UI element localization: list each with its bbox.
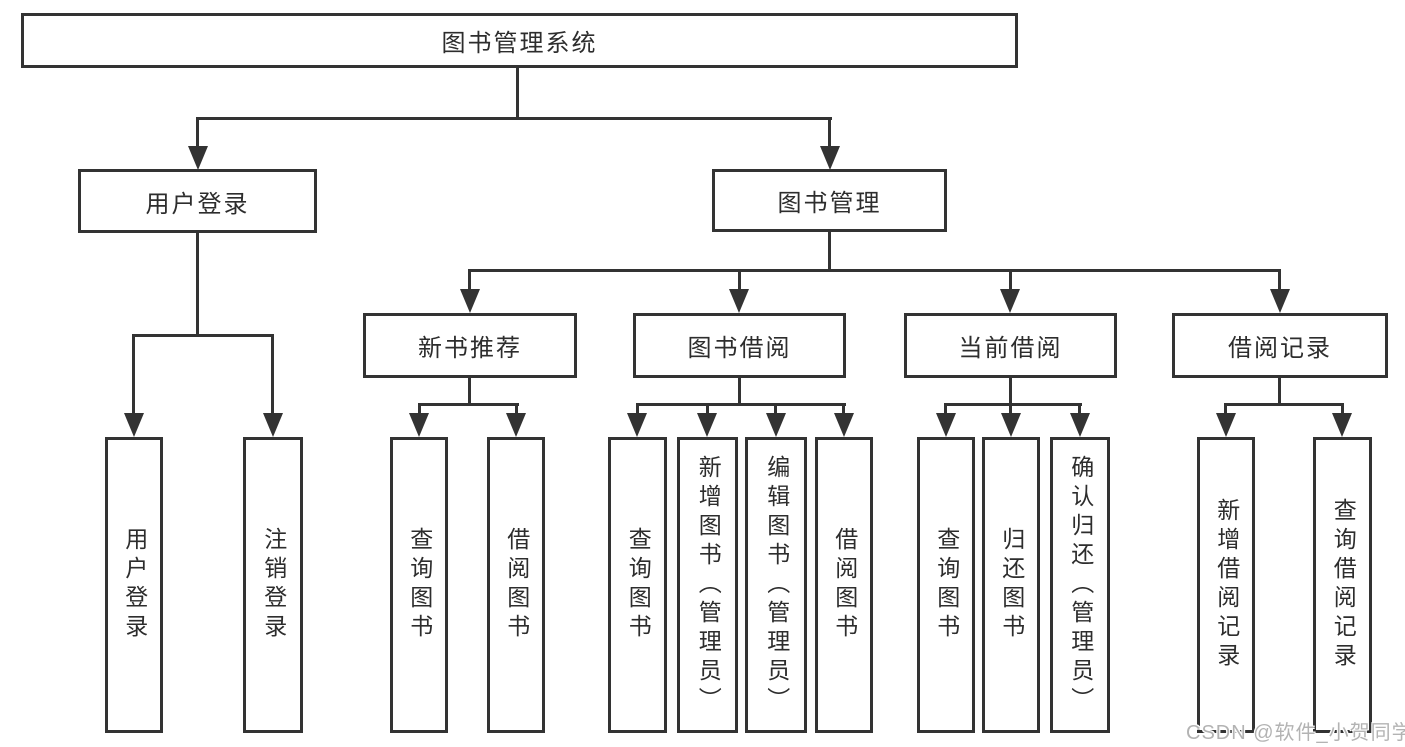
node-book-management: 图书管理 <box>712 169 947 232</box>
arrow-down-icon <box>1332 413 1352 437</box>
arrow-down-icon <box>1000 289 1020 313</box>
connector-line <box>468 378 471 406</box>
leaf-records-query-record: 查询借阅记录 <box>1313 437 1372 733</box>
arrow-down-icon <box>124 413 144 437</box>
connector-line <box>1078 403 1081 415</box>
node-label: 编辑图书（管理员） <box>763 454 790 716</box>
connector-line <box>418 403 421 415</box>
node-label: 当前借阅 <box>958 335 1063 362</box>
connector-line <box>516 68 519 119</box>
connector-line <box>468 269 1281 272</box>
arrow-down-icon <box>188 146 208 170</box>
node-label: 查询图书 <box>933 527 960 643</box>
node-label: 注销登录 <box>260 527 287 643</box>
leaf-current-confirm-return-admin: 确认归还（管理员） <box>1050 437 1110 733</box>
connector-line <box>196 117 832 120</box>
arrow-down-icon <box>1270 289 1290 313</box>
arrow-down-icon <box>506 413 526 437</box>
arrow-down-icon <box>766 413 786 437</box>
leaf-borrowing-borrow-books: 借阅图书 <box>815 437 873 733</box>
leaf-newbook-borrow-books: 借阅图书 <box>487 437 545 733</box>
node-label: 图书管理系统 <box>441 30 598 57</box>
node-label: 借阅记录 <box>1228 335 1332 362</box>
connector-line <box>1009 269 1012 292</box>
arrow-down-icon <box>729 289 749 313</box>
leaf-user-login: 用户登录 <box>105 437 163 733</box>
connector-line <box>842 403 845 415</box>
connector-line <box>1224 403 1227 415</box>
connector-line <box>944 403 1082 406</box>
node-label: 图书管理 <box>777 190 882 217</box>
node-label: 查询借阅记录 <box>1330 498 1357 672</box>
arrow-down-icon <box>820 146 840 170</box>
node-label: 新增图书（管理员） <box>695 454 722 716</box>
leaf-records-add-record: 新增借阅记录 <box>1197 437 1255 733</box>
node-label: 归还图书 <box>998 527 1025 643</box>
node-label: 用户登录 <box>145 190 250 218</box>
arrow-down-icon <box>1070 413 1090 437</box>
node-label: 新增借阅记录 <box>1213 498 1240 672</box>
connector-line <box>706 403 709 415</box>
connector-line <box>1278 378 1281 406</box>
arrow-down-icon <box>627 413 647 437</box>
connector-line <box>196 233 199 336</box>
arrow-down-icon <box>1216 413 1236 437</box>
arrow-down-icon <box>460 289 480 313</box>
node-book-borrowing: 图书借阅 <box>633 313 846 378</box>
arrow-down-icon <box>409 413 429 437</box>
connector-line <box>1224 403 1344 406</box>
leaf-borrowing-add-books-admin: 新增图书（管理员） <box>677 437 738 733</box>
connector-line <box>1009 378 1012 406</box>
connector-line <box>418 403 519 406</box>
arrow-down-icon <box>936 413 956 437</box>
connector-line <box>1278 269 1281 292</box>
node-label: 借阅图书 <box>503 527 530 643</box>
leaf-current-query-books: 查询图书 <box>917 437 975 733</box>
arrow-down-icon <box>1001 413 1021 437</box>
connector-line <box>1009 403 1012 415</box>
node-library-management-system: 图书管理系统 <box>21 13 1018 68</box>
connector-line <box>828 117 831 149</box>
leaf-borrowing-query-books: 查询图书 <box>608 437 667 733</box>
connector-line <box>636 403 846 406</box>
connector-line <box>132 334 135 416</box>
leaf-borrowing-edit-books-admin: 编辑图书（管理员） <box>745 437 807 733</box>
node-label: 查询图书 <box>406 527 433 643</box>
connector-line <box>515 403 518 415</box>
connector-line <box>738 269 741 292</box>
node-label: 图书借阅 <box>687 335 792 362</box>
node-borrowing-records: 借阅记录 <box>1172 313 1388 378</box>
node-label: 用户登录 <box>121 527 148 643</box>
leaf-newbook-query-books: 查询图书 <box>390 437 448 733</box>
connector-line <box>636 403 639 415</box>
connector-line <box>132 334 274 337</box>
arrow-down-icon <box>263 413 283 437</box>
leaf-logout: 注销登录 <box>243 437 303 733</box>
node-user-login: 用户登录 <box>78 169 317 233</box>
connector-line <box>271 334 274 416</box>
node-label: 借阅图书 <box>831 527 858 643</box>
connector-line <box>774 403 777 415</box>
node-new-book-recommend: 新书推荐 <box>363 313 577 378</box>
node-current-borrowing: 当前借阅 <box>904 313 1117 378</box>
connector-line <box>738 378 741 406</box>
connector-line <box>468 269 471 292</box>
connector-line <box>828 232 831 272</box>
connector-line <box>1341 403 1344 415</box>
connector-line <box>944 403 947 415</box>
csdn-watermark: CSDN @软件_小贺同学 <box>1186 722 1405 744</box>
node-label: 确认归还（管理员） <box>1067 454 1094 716</box>
leaf-current-return-books: 归还图书 <box>982 437 1040 733</box>
arrow-down-icon <box>834 413 854 437</box>
node-label: 新书推荐 <box>418 335 522 362</box>
connector-line <box>196 117 199 149</box>
arrow-down-icon <box>697 413 717 437</box>
node-label: 查询图书 <box>625 527 652 643</box>
